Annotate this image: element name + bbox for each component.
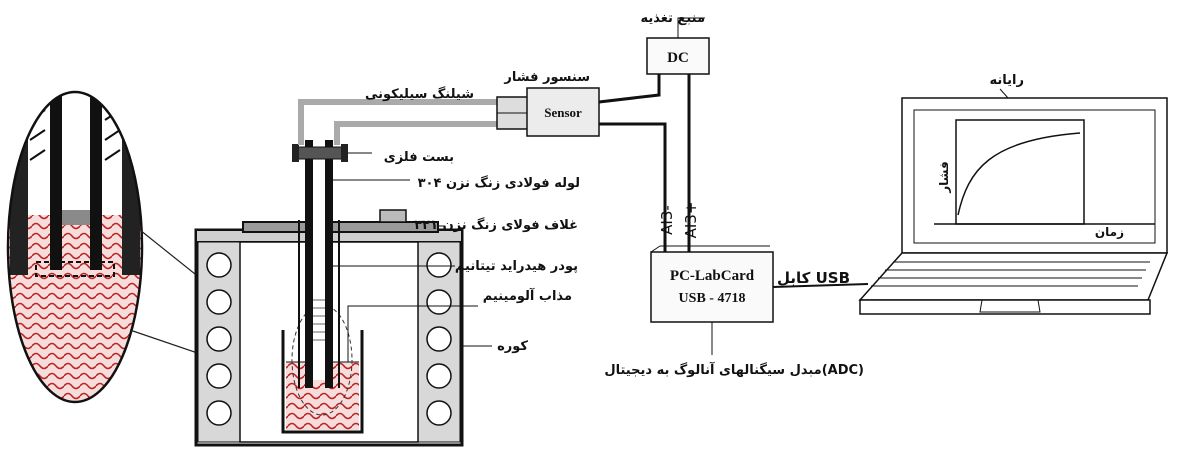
sensor-label: Sensor [544, 105, 582, 120]
power-supply-label: منبع تغذیه [640, 11, 705, 26]
furnace-label: کوره [497, 339, 528, 354]
labels: منبع تغذیه سنسور فشار شیلنگ سیلیکونی بست… [326, 11, 1124, 378]
aluminum-melt-label: مذاب آلومینیم [483, 287, 572, 304]
adc-card-line1: PC-LabCard [670, 268, 755, 284]
adc-card-line2: USB - 4718 [679, 291, 746, 306]
adc-caption: مبدل سیگنالهای آنالوگ به دیجیتال(ADC) [604, 361, 864, 378]
pressure-sensor: Sensor [496, 87, 600, 137]
dc-label: DC [667, 50, 689, 66]
laptop [858, 97, 1169, 315]
silicone-hose-label: شیلنگ سیلیکونی [365, 86, 474, 102]
pressure-sensor-label: سنسور فشار [503, 70, 590, 85]
ai-minus-label: AI3- [658, 205, 676, 235]
pressure-curve [957, 132, 1081, 216]
silicone-hose [298, 99, 500, 145]
computer-label: رایانه [990, 73, 1024, 88]
zoom-detail [6, 90, 301, 404]
usb-cable-label: کابل USB [777, 269, 850, 287]
metal-clamp-label: بست فلزی [384, 150, 454, 165]
usb-cable [772, 283, 869, 288]
pressure-axis-label: فشار [937, 161, 951, 193]
aluminum-melt-leader [347, 305, 478, 362]
steel-tube-label: لوله فولادی زنگ نزن ۳۰۴ [418, 175, 580, 191]
signal-wires [598, 74, 691, 252]
ai-plus-label: AI3+ [682, 202, 700, 239]
computer-leader [999, 88, 1009, 99]
steel-tube-assembly [292, 140, 348, 388]
titanium-hydride-label: پودر هیدراید تیتانیم [455, 259, 578, 274]
power-supply: DC [646, 17, 710, 75]
time-axis-label: زمان [1095, 225, 1124, 239]
steel-sheath-label: غلاف فولای زنگ نزن ۳۲۱ [414, 217, 578, 233]
adc-card: PC-LabCard USB - 4718 [650, 245, 774, 323]
